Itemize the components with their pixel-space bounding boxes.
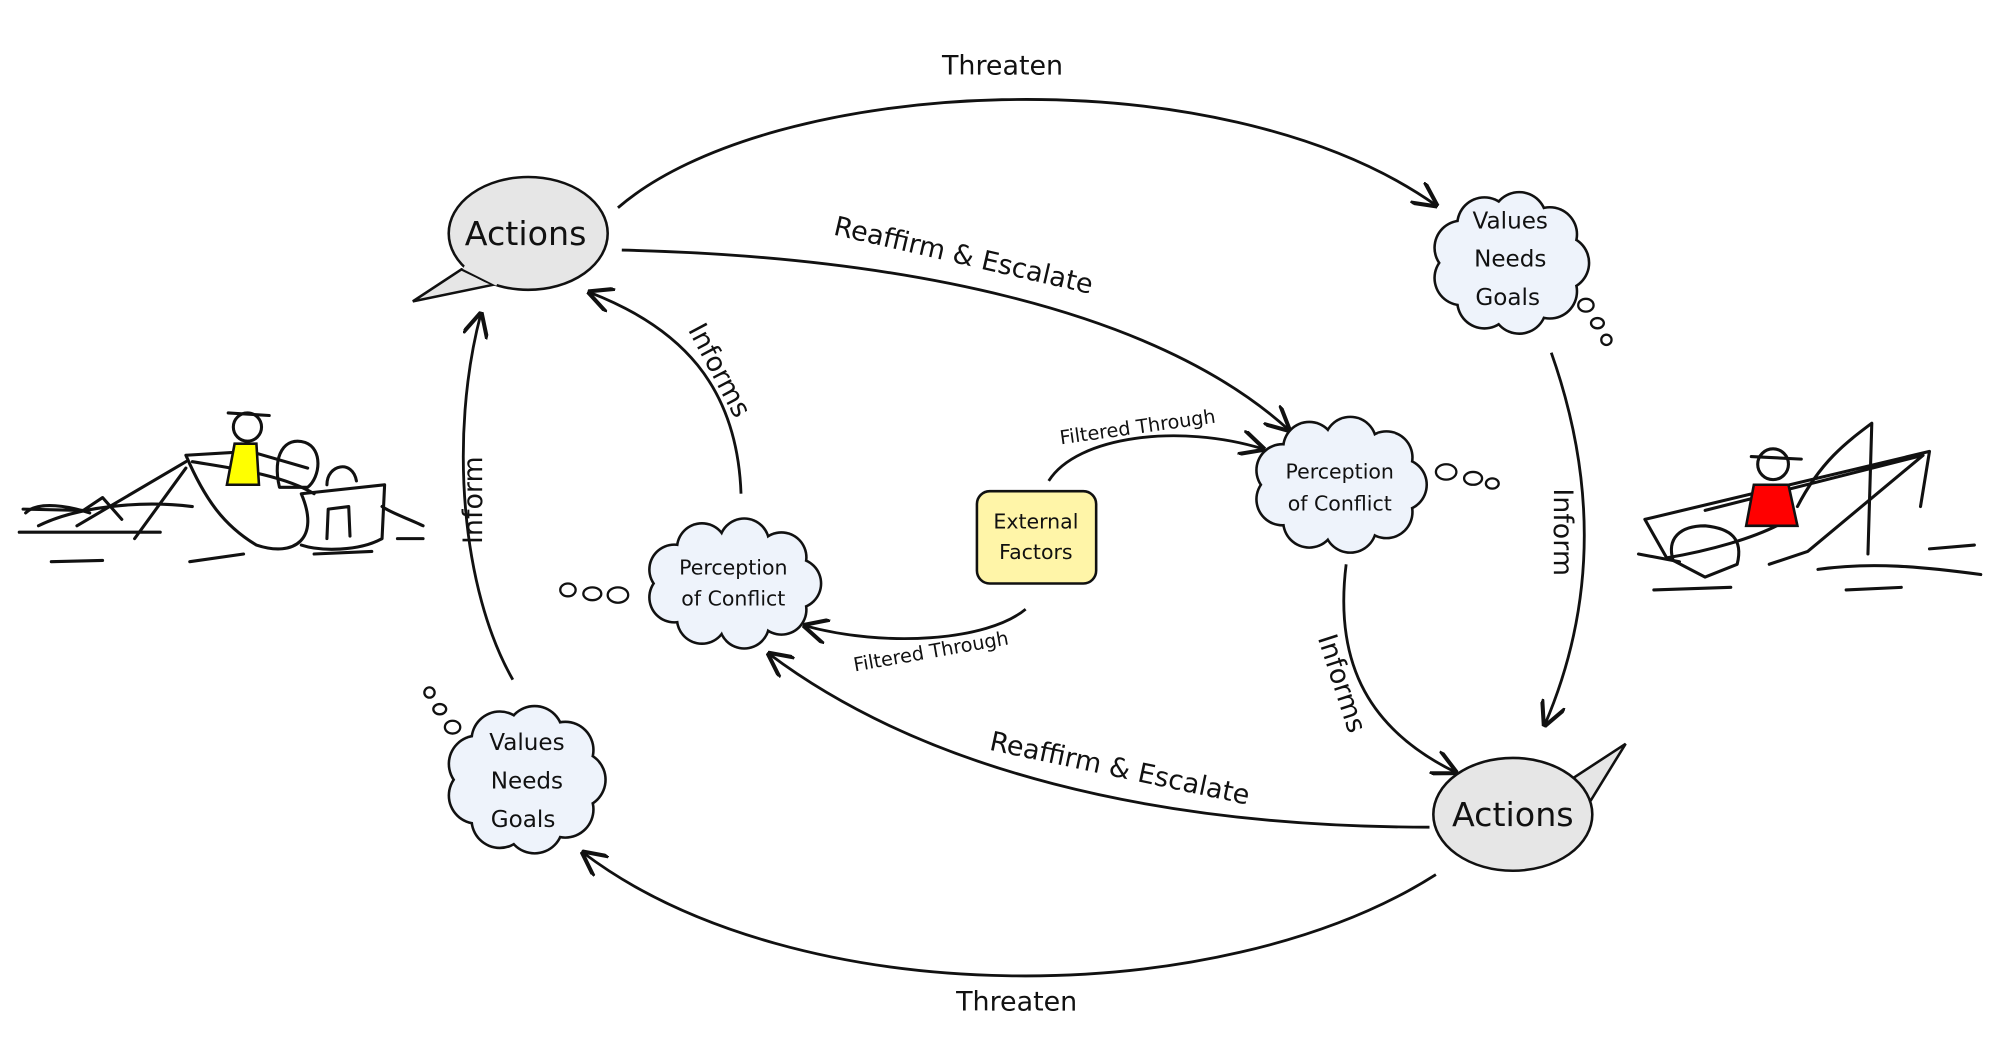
thought-bubble-dot — [432, 702, 448, 716]
perception-label: Perception — [1286, 459, 1394, 483]
perception-right-cloud — [1255, 415, 1500, 554]
inform-right-arrow — [1545, 352, 1586, 725]
thought-bubble-dot — [1484, 477, 1500, 490]
thought-bubble-dot — [423, 686, 436, 699]
factors-label: Factors — [999, 540, 1072, 564]
filtered-bottom-arrow — [805, 608, 1027, 638]
fisher-with-rod-boat-icon — [1636, 421, 1983, 592]
values-label: Values — [1473, 208, 1548, 234]
values-bottom-text: Values Needs Goals — [489, 730, 564, 833]
threaten-top-arrow — [617, 98, 1436, 207]
of-conflict-label: of Conflict — [1288, 491, 1392, 515]
informs-right-label: Informs — [1311, 630, 1372, 736]
needs-label: Needs — [491, 769, 563, 795]
thought-bubble-dot — [559, 582, 577, 598]
needs-label: Needs — [1474, 247, 1546, 273]
inform-left-arrow — [461, 314, 515, 681]
thought-bubble-dot — [1577, 297, 1595, 313]
thought-bubble-dot — [1600, 333, 1613, 347]
informs-left-arrow — [590, 292, 743, 494]
values-label: Values — [489, 730, 564, 756]
external-label: External — [993, 509, 1078, 533]
inform-left-label: Inform — [458, 456, 489, 544]
values-bottom-cloud — [423, 686, 607, 855]
values-top-cloud — [1433, 190, 1613, 347]
actions-top-label: Actions — [465, 214, 587, 253]
external-factors-node: External Factors — [975, 489, 1098, 585]
perception-left-text: Perception of Conflict — [679, 556, 787, 611]
actions-bottom-node: Actions — [1432, 742, 1627, 873]
reaffirm-bottom-arrow — [769, 654, 1430, 829]
reaffirm-top-arrow — [621, 248, 1289, 430]
thought-bubble-dot — [1434, 463, 1458, 481]
goals-label: Goals — [491, 807, 556, 833]
filtered-top-label: Filtered Through — [1058, 405, 1217, 450]
informs-left-label: Informs — [681, 318, 756, 422]
thought-bubble-dot — [1589, 316, 1605, 330]
threaten-top-label: Threaten — [941, 50, 1063, 81]
perception-left-cloud — [559, 517, 823, 650]
thought-bubble-dot — [443, 719, 462, 735]
inform-right-label: Inform — [1547, 488, 1578, 576]
of-conflict-label: of Conflict — [681, 586, 785, 610]
informs-right-arrow — [1342, 564, 1455, 772]
perception-label: Perception — [679, 556, 787, 580]
thought-bubble-dot — [1462, 470, 1484, 486]
thought-bubble-dot — [582, 586, 603, 602]
values-top-text: Values Needs Goals — [1473, 208, 1548, 311]
thought-bubble-dot — [606, 586, 630, 604]
actions-top-node: Actions — [412, 175, 609, 303]
goals-label: Goals — [1475, 285, 1540, 311]
filtered-top-arrow — [1047, 436, 1263, 482]
actions-bottom-label: Actions — [1452, 795, 1574, 834]
threaten-bottom-label: Threaten — [955, 987, 1077, 1018]
fisher-with-net-boat-icon — [17, 411, 425, 564]
filtered-bottom-label: Filtered Through — [852, 627, 1011, 677]
perception-right-text: Perception of Conflict — [1286, 459, 1394, 515]
threaten-bottom-arrow — [583, 853, 1437, 978]
